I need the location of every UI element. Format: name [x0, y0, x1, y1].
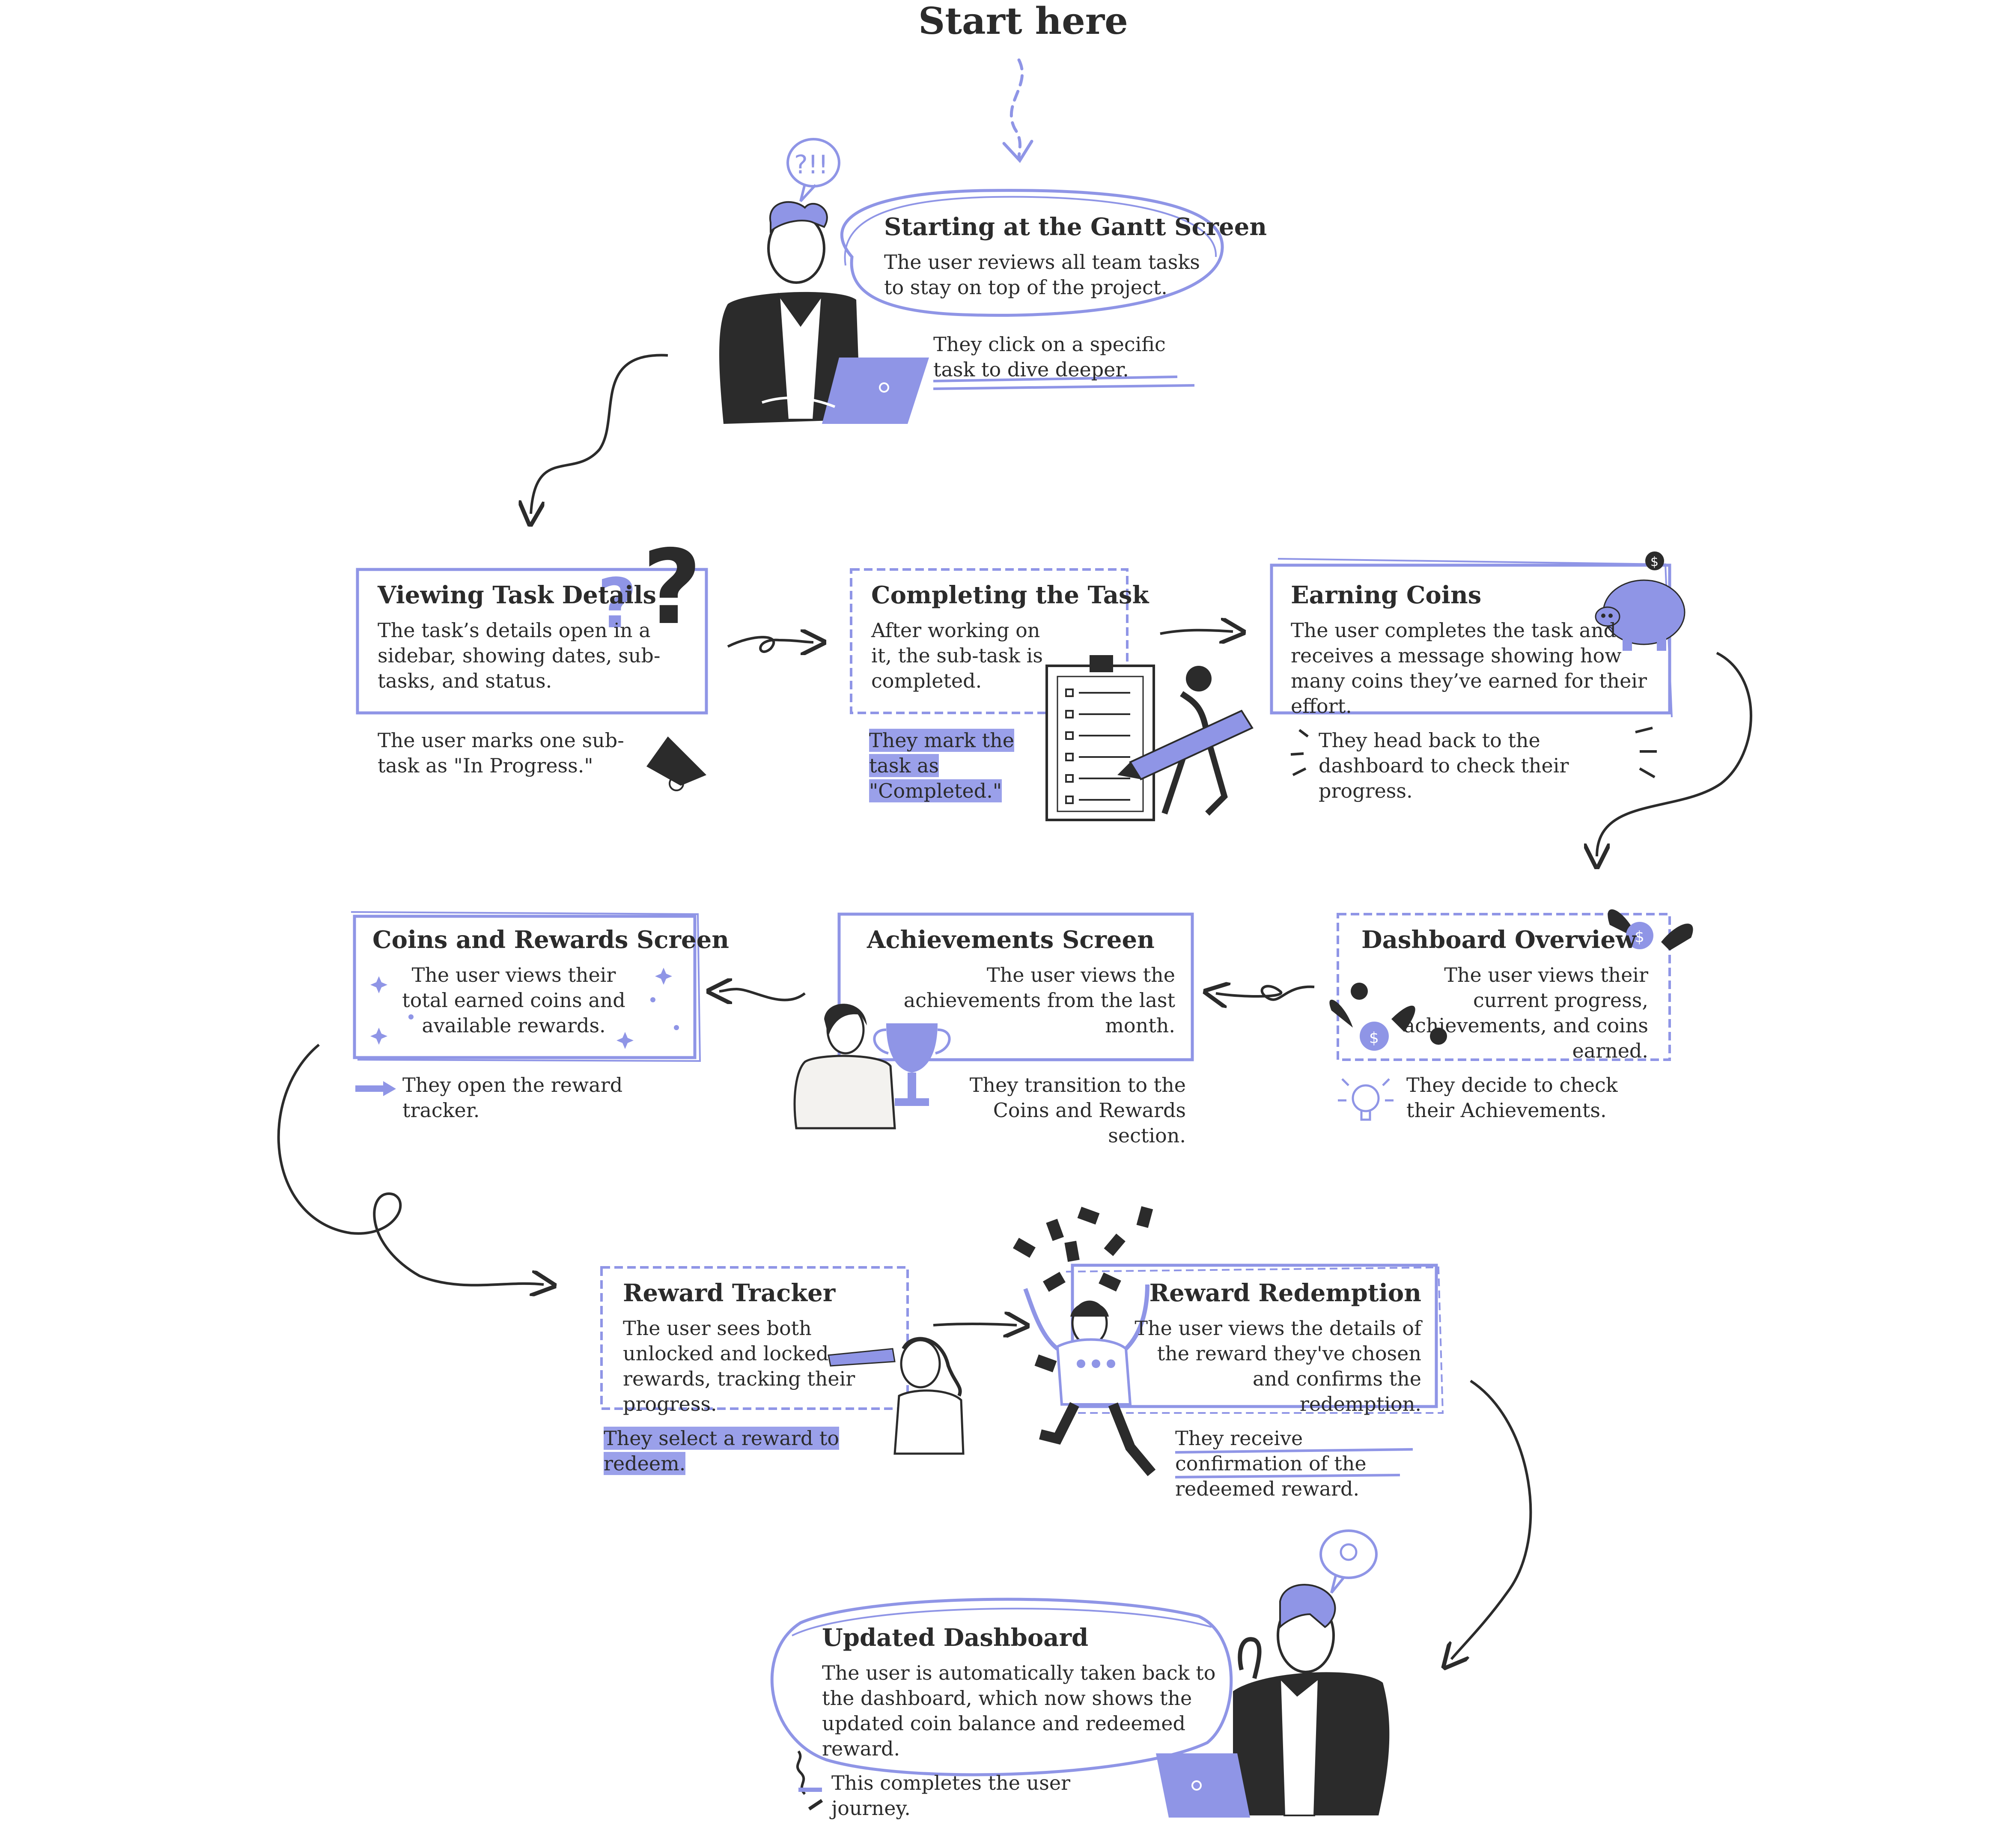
- step-dashboard-overview: Dashboard Overview The user views their …: [1361, 925, 1648, 1064]
- arrow-tracker-to-redemption: [933, 1324, 1017, 1325]
- step-note: They receive confirmation of the redeeme…: [1175, 1427, 1367, 1500]
- clipboard-checklist-icon: [1045, 655, 1228, 821]
- svg-text:$: $: [1369, 1029, 1379, 1047]
- step-title: Reward Tracker: [623, 1279, 836, 1307]
- step-body: The user sees both unlocked and locked r…: [623, 1317, 855, 1416]
- arrow-icon: [355, 1081, 396, 1096]
- step-title: Coins and Rewards Screen: [372, 926, 729, 954]
- step-body: The user is automatically taken back to …: [822, 1661, 1216, 1760]
- card-outline-coins-rewards: [351, 911, 701, 1062]
- card-outline-dashboard-overview: [1337, 913, 1671, 1061]
- woman-icon: [793, 1004, 896, 1130]
- question-marks-icon: ? ?: [597, 528, 702, 647]
- step-note: They mark the task as "Completed.": [869, 728, 1053, 804]
- pencil-icon: [1117, 709, 1254, 781]
- arrow-details-to-completing: [727, 637, 813, 652]
- svg-text:$: $: [1650, 554, 1659, 569]
- arrow-gantt-to-details: [531, 354, 668, 514]
- winged-coin-icon: $ $: [1329, 909, 1693, 1051]
- trophy-icon: [873, 1023, 951, 1106]
- step-coins-rewards: Coins and Rewards Screen The user views …: [372, 925, 729, 1038]
- step-note: The user marks one sub-task as "In Progr…: [378, 729, 624, 777]
- step-body: After working on it, the sub-task is com…: [871, 619, 1043, 692]
- step-note: They transition to the Coins and Rewards…: [969, 1073, 1186, 1147]
- start-here-title: Start here: [918, 0, 1128, 43]
- card-outline-achievements: [837, 912, 1194, 1061]
- step-note-highlight: They mark the task as "Completed.": [869, 729, 1015, 802]
- arrow-coins-rewards-to-tracker: [277, 1043, 544, 1285]
- svg-text:?: ?: [642, 528, 702, 647]
- step-body: The task’s details open in a sidebar, sh…: [378, 619, 661, 692]
- card-outline-completing-task: [850, 568, 1129, 714]
- step-note: They open the reward tracker.: [402, 1073, 623, 1122]
- step-note: They decide to check their Achievements.: [1406, 1073, 1618, 1122]
- step-body: The user reviews all team tasks to stay …: [884, 250, 1200, 299]
- arrow-dashboard-to-achievements: [1216, 986, 1315, 999]
- svg-text:?: ?: [597, 563, 637, 644]
- step-body: The user completes the task and receives…: [1291, 619, 1647, 718]
- lightbulb-icon: [1338, 1078, 1394, 1121]
- start-dashed-arrow: [1002, 58, 1033, 163]
- arrow-coins-to-dashboard: [1597, 652, 1752, 856]
- jumping-man-icon: [1023, 1284, 1156, 1476]
- step-reward-tracker: Reward Tracker The user sees both unlock…: [623, 1278, 897, 1417]
- step-title: Dashboard Overview: [1361, 926, 1637, 954]
- step-note: They select a reward to redeem.: [604, 1426, 912, 1476]
- arrow-redemption-to-updated: [1451, 1380, 1532, 1659]
- step-starting-gantt: Starting at the Gantt Screen The user re…: [884, 212, 1267, 300]
- money-rain-icon: [1012, 1206, 1153, 1373]
- svg-text:$: $: [1635, 928, 1644, 946]
- step-title: Earning Coins: [1291, 581, 1482, 609]
- piggy-bank-icon: [1595, 579, 1685, 651]
- step-note: They head back to the dashboard to check…: [1319, 729, 1569, 802]
- card-outline-updated-dashboard: [770, 1597, 1233, 1776]
- step-title: Achievements Screen: [867, 926, 1155, 954]
- step-note: They click on a specific task to dive de…: [933, 333, 1166, 381]
- step-reward-redemption: Reward Redemption The user views the det…: [1130, 1278, 1421, 1417]
- megaphone-icon: [646, 736, 706, 791]
- step-note-highlight: They select a reward to redeem.: [604, 1427, 840, 1475]
- card-outline-reward-redemption: [1066, 1264, 1444, 1414]
- step-achievements: Achievements Screen The user views the a…: [867, 925, 1175, 1038]
- card-outline-starting-gantt: [840, 189, 1224, 317]
- step-title: Reward Redemption: [1149, 1279, 1421, 1307]
- step-earning-coins: Earning Coins The user completes the tas…: [1291, 580, 1659, 719]
- squiggle-marks: [796, 1750, 823, 1811]
- step-body: The user views the details of the reward…: [1135, 1317, 1421, 1416]
- step-viewing-details: Viewing Task Details The task’s details …: [378, 580, 694, 694]
- card-outline-earning-coins: [1270, 558, 1673, 718]
- svg-text:?!!: ?!!: [794, 150, 828, 180]
- arrow-completing-to-coins: [1160, 630, 1233, 634]
- step-completing-task: Completing the Task After working on it,…: [871, 580, 1149, 694]
- card-outline-viewing-details: [356, 568, 708, 715]
- step-updated-dashboard: Updated Dashboard The user is automatica…: [822, 1623, 1220, 1761]
- step-body: The user views their current progress, a…: [1403, 963, 1648, 1062]
- person-laptop-icon-bottom: [1156, 1529, 1390, 1818]
- person-laptop-icon: ?!!: [719, 138, 929, 424]
- emphasis-marks: [1290, 727, 1657, 778]
- telescope-icon: [828, 1337, 965, 1455]
- step-title: Completing the Task: [871, 581, 1149, 609]
- sparkles-icon: [370, 968, 679, 1049]
- step-title: Updated Dashboard: [822, 1624, 1089, 1652]
- step-note: This completes the user journey.: [831, 1771, 1071, 1820]
- step-title: Starting at the Gantt Screen: [884, 213, 1267, 241]
- coin-icon: $: [1645, 551, 1664, 570]
- card-outline-reward-tracker: [600, 1266, 909, 1410]
- step-title: Viewing Task Details: [378, 581, 657, 609]
- arrow-achievements-to-coins-rewards: [719, 989, 806, 1000]
- step-body: The user views their total earned coins …: [402, 963, 625, 1037]
- card1-note-underline: [933, 376, 1195, 390]
- step-body: The user views the achievements from the…: [903, 963, 1175, 1037]
- card9-note-underline: [1175, 1448, 1413, 1478]
